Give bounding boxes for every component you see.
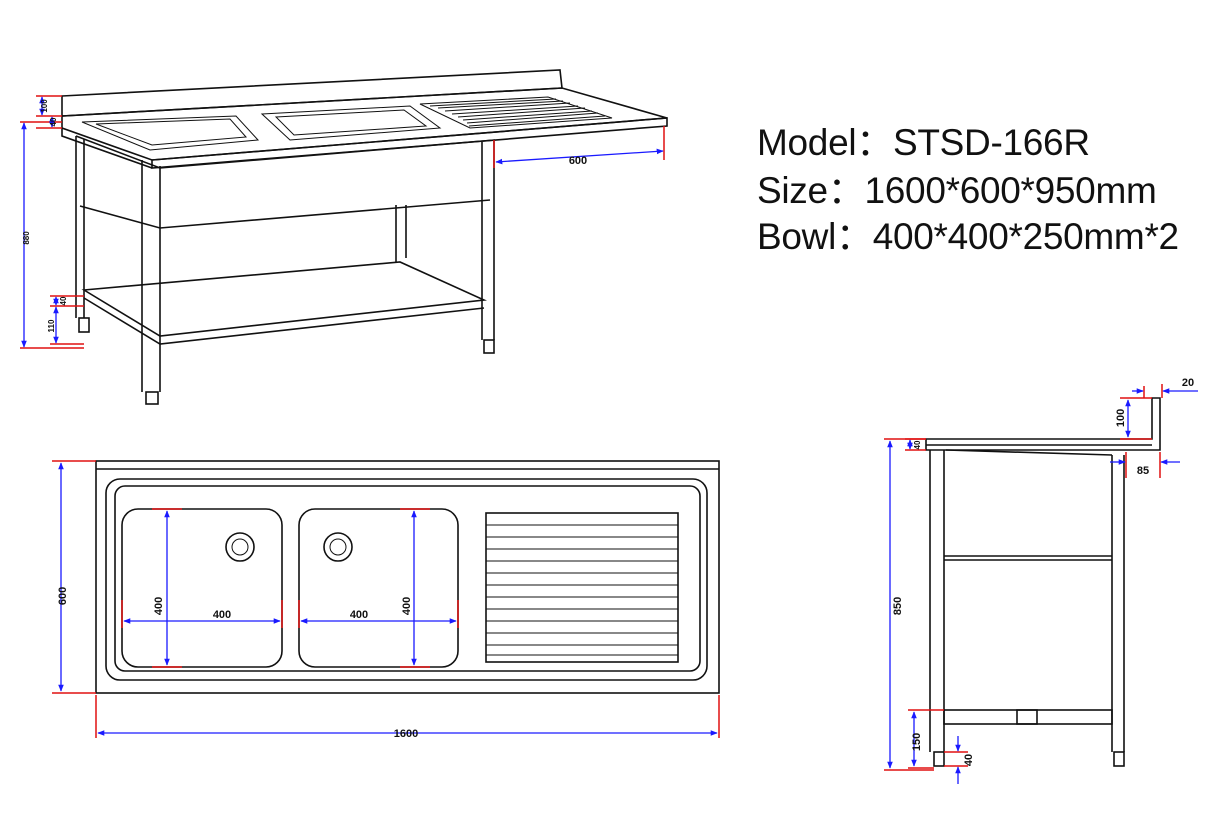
iso-leg-front-left: [141, 160, 161, 392]
plan-dim-bowl1-depth: 400: [153, 597, 165, 615]
plan-bowl-right: [298, 508, 459, 668]
iso-leg-back-right: [395, 205, 407, 262]
iso-dim-foot: 110: [47, 319, 56, 332]
side-dim-backsplash: 100: [1115, 409, 1127, 427]
plan-bowl-left: [121, 508, 283, 668]
side-dim-shelf: 150: [911, 733, 923, 751]
plan-dimensions: 600 1600 400 400 400 400: [52, 460, 720, 740]
plan-outline: [95, 460, 720, 694]
plan-dim-bowl2-width: 400: [350, 609, 368, 621]
side-leg-back: [1111, 455, 1125, 752]
iso-bowl-left: [81, 115, 260, 151]
iso-undershelf: [81, 261, 487, 337]
side-dim-height: 850: [892, 597, 904, 615]
iso-drainboard: [419, 96, 613, 129]
side-dim-foot: 40: [963, 754, 975, 766]
spec-size-label: Size：: [757, 170, 865, 211]
side-view: 20 100 40 85 850 150: [884, 377, 1198, 784]
iso-leg-back-left: [75, 136, 85, 318]
iso-bowl-right: [260, 105, 442, 141]
spec-bowl: Bowl：400*400*250mm*2: [757, 206, 1179, 260]
side-dim-top: 40: [913, 440, 922, 449]
plan-dim-depth: 600: [57, 587, 69, 605]
spec-model-value: STSD-166R: [892, 122, 1090, 163]
iso-dim-shelf: 40: [59, 296, 68, 305]
iso-dim-backsplash: 100: [40, 99, 49, 113]
spec-size: Size：1600*600*950mm: [757, 160, 1157, 214]
plan-dim-bowl2-depth: 400: [401, 597, 413, 615]
iso-dim-top: 40: [49, 117, 58, 126]
side-dim-upstand: 20: [1182, 377, 1194, 389]
iso-worktop: [61, 87, 668, 161]
drain-icon: [323, 532, 353, 562]
side-dim-overhang: 85: [1137, 465, 1149, 477]
spec-bowl-value: 400*400*250mm*2: [872, 216, 1179, 257]
spec-size-value: 1600*600*950mm: [864, 170, 1157, 211]
drain-icon: [225, 532, 255, 562]
spec-model: Model：STSD-166R: [757, 112, 1090, 166]
spec-model-label: Model：: [757, 122, 893, 163]
plan-dim-bowl1-width: 400: [213, 609, 231, 621]
iso-dim-leg-height: 880: [22, 231, 31, 245]
plan-dim-length: 1600: [394, 728, 418, 740]
plan-view: 600 1600 400 400 400 400: [52, 460, 720, 740]
plan-drainboard: [485, 512, 679, 663]
isometric-view: 100 40 880 40 110 600: [20, 69, 668, 405]
side-leg-front: [929, 450, 945, 752]
iso-leg-front-right: [481, 140, 495, 340]
side-dimensions: 20 100 40 85 850 150: [884, 377, 1198, 784]
spec-bowl-label: Bowl：: [757, 216, 873, 257]
side-undershelf: [943, 709, 1113, 725]
iso-dim-depth: 600: [569, 155, 587, 167]
iso-dimensions: 100 40 880 40 110 600: [20, 95, 665, 349]
